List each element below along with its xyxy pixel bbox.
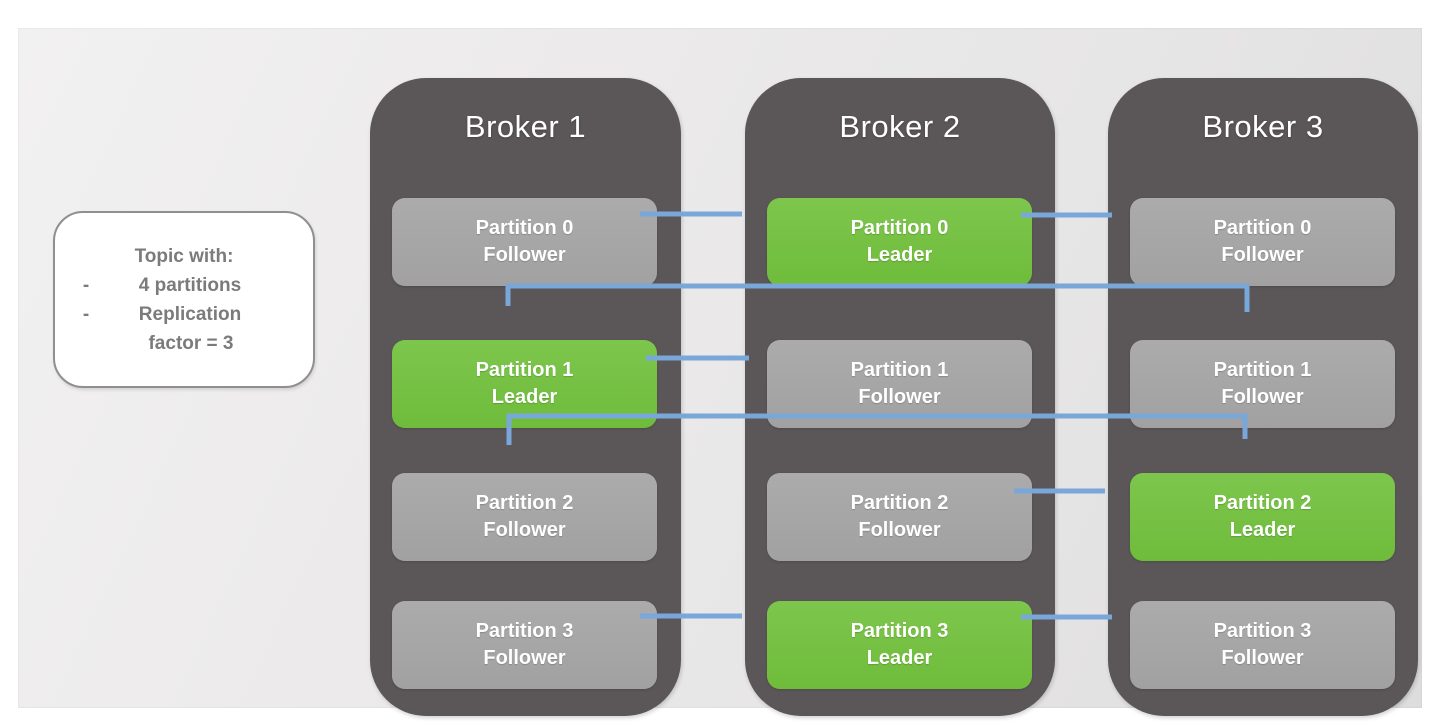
- broker3-partition3-follower: Partition 3 Follower: [1130, 601, 1395, 689]
- partition-role: Follower: [483, 244, 566, 266]
- partition-name: Partition 1: [850, 359, 949, 381]
- partition-role: Follower: [858, 519, 941, 541]
- broker1-partition2-follower: Partition 2 Follower: [392, 473, 657, 561]
- broker3-title: Broker 3: [1202, 109, 1324, 144]
- broker3-partition0-follower: Partition 0 Follower: [1130, 198, 1395, 286]
- partition-role: Follower: [483, 647, 566, 669]
- partition-role: Leader: [866, 647, 933, 669]
- broker2-partition2-follower: Partition 2 Follower: [767, 473, 1032, 561]
- topic-note-box: Topic with: - 4 partitions - Replication…: [53, 211, 315, 388]
- topic-note-bullet-replication: - Replication: [69, 300, 299, 329]
- partition-name: Partition 3: [850, 620, 949, 642]
- broker1-partition0-follower: Partition 0 Follower: [392, 198, 657, 286]
- partition-name: Partition 3: [475, 620, 574, 642]
- topic-note-bullet-partitions: - 4 partitions: [69, 271, 299, 300]
- partition-name: Partition 2: [850, 492, 949, 514]
- bullet-text: Replication: [138, 303, 242, 325]
- broker2-partition1-follower: Partition 1 Follower: [767, 340, 1032, 428]
- broker3-partition1-follower: Partition 1 Follower: [1130, 340, 1395, 428]
- partition-name: Partition 0: [850, 217, 949, 239]
- broker1-column: Broker 1 Partition 0 Follower Partition …: [370, 78, 681, 716]
- topic-note-title: Topic with:: [134, 245, 234, 267]
- partition-role: Leader: [1229, 519, 1296, 541]
- partition-name: Partition 2: [475, 492, 574, 514]
- partition-role: Leader: [491, 386, 558, 408]
- broker3-column: Broker 3 Partition 0 Follower Partition …: [1108, 78, 1418, 716]
- broker1-title: Broker 1: [464, 109, 587, 144]
- partition-role: Follower: [1221, 386, 1304, 408]
- broker3-partition2-leader: Partition 2 Leader: [1130, 473, 1395, 561]
- partition-name: Partition 1: [475, 359, 574, 381]
- broker2-partition3-leader: Partition 3 Leader: [767, 601, 1032, 689]
- partition-name: Partition 2: [1213, 492, 1312, 514]
- partition-name: Partition 0: [475, 217, 574, 239]
- topic-note-continuation: factor = 3: [148, 332, 234, 354]
- bullet-dash: -: [82, 274, 90, 296]
- broker1-partition1-leader: Partition 1 Leader: [392, 340, 657, 428]
- broker1-partition3-follower: Partition 3 Follower: [392, 601, 657, 689]
- partition-name: Partition 3: [1213, 620, 1312, 642]
- partition-role: Follower: [858, 386, 941, 408]
- broker2-title: Broker 2: [839, 109, 961, 144]
- bullet-dash: -: [82, 303, 90, 325]
- partition-name: Partition 0: [1213, 217, 1312, 239]
- broker2-partition0-leader: Partition 0 Leader: [767, 198, 1032, 286]
- broker2-column: Broker 2 Partition 0 Leader Partition 1 …: [745, 78, 1055, 716]
- slide-canvas: Topic with: - 4 partitions - Replication…: [18, 28, 1422, 716]
- bullet-text: 4 partitions: [138, 274, 242, 296]
- partition-role: Leader: [866, 244, 933, 266]
- partition-role: Follower: [1221, 647, 1304, 669]
- partition-role: Follower: [483, 519, 566, 541]
- partition-name: Partition 1: [1213, 359, 1312, 381]
- partition-role: Follower: [1221, 244, 1304, 266]
